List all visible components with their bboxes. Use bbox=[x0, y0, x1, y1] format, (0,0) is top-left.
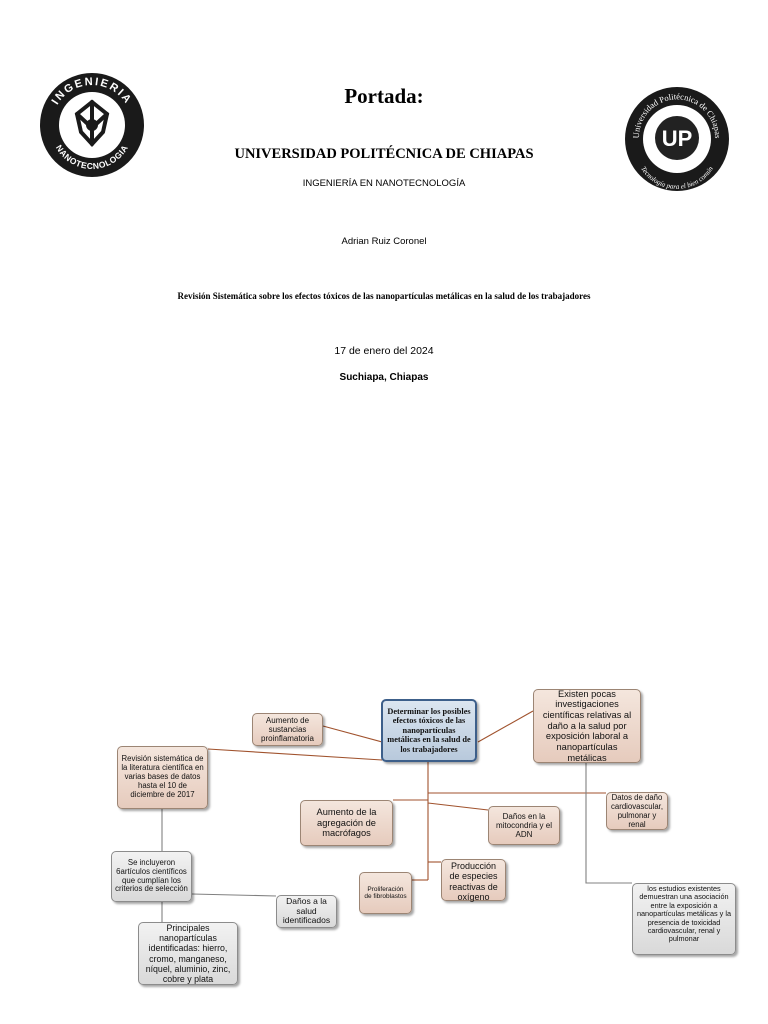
node-se-incluyeron: Se incluyeron 6artículos científicos que… bbox=[111, 851, 192, 902]
node-aumento-sustancias: Aumento de sustancias proinflamatoria bbox=[252, 713, 323, 746]
university-name: UNIVERSIDAD POLITÉCNICA DE CHIAPAS bbox=[234, 146, 534, 162]
line-center-existen bbox=[477, 710, 534, 743]
node-principales-nanoparticulas: Principales nanopartículas identificadas… bbox=[138, 922, 238, 985]
upchiapas-logo: Universidad Politécnica de Chiapas Tecno… bbox=[624, 86, 730, 192]
cover-heading: Portada: bbox=[344, 84, 424, 108]
program-name: INGENIERÍA EN NANOTECNOLOGÍA bbox=[302, 178, 466, 189]
node-aumento-macrofagos: Aumento de la agregación de macrófagos bbox=[300, 800, 393, 846]
node-revision-sistematica: Revisión sistemática de la literatura ci… bbox=[117, 746, 208, 809]
center-objective-node: Determinar los posibles efectos tóxicos … bbox=[381, 699, 477, 762]
line-center-revision bbox=[207, 748, 383, 761]
author-name: Adrian Ruiz Coronel bbox=[341, 236, 427, 247]
document-place: Suchiapa, Chiapas bbox=[339, 372, 429, 383]
line-existen-estudios bbox=[585, 763, 632, 884]
node-proliferacion: Proliferación de fibroblastos bbox=[359, 872, 412, 914]
line-incluyeron-danos bbox=[191, 893, 277, 897]
line-to-mitocondria bbox=[427, 802, 489, 811]
node-existen-pocas: Existen pocas investigaciones científica… bbox=[533, 689, 641, 763]
document-date: 17 de enero del 2024 bbox=[334, 345, 434, 357]
ingenieria-nanotecnologia-logo: INGENIERIA NANOTECNOLOGIA bbox=[39, 72, 145, 178]
document-title: Revisión Sistemática sobre los efectos t… bbox=[177, 291, 591, 301]
node-danos-mitocondria: Daños en la mitocondria y el ADN bbox=[488, 806, 560, 845]
node-estudios-existentes: los estudios existentes demuestran una a… bbox=[632, 883, 736, 955]
svg-text:UP: UP bbox=[662, 126, 693, 151]
node-datos-dano: Datos de daño cardiovascular, pulmonar y… bbox=[606, 792, 668, 830]
node-danos-salud: Daños a la salud identificados bbox=[276, 895, 337, 928]
node-produccion-especies: Producción de especies reactivas de oxíg… bbox=[441, 859, 506, 902]
line-center-aumento bbox=[322, 725, 383, 743]
